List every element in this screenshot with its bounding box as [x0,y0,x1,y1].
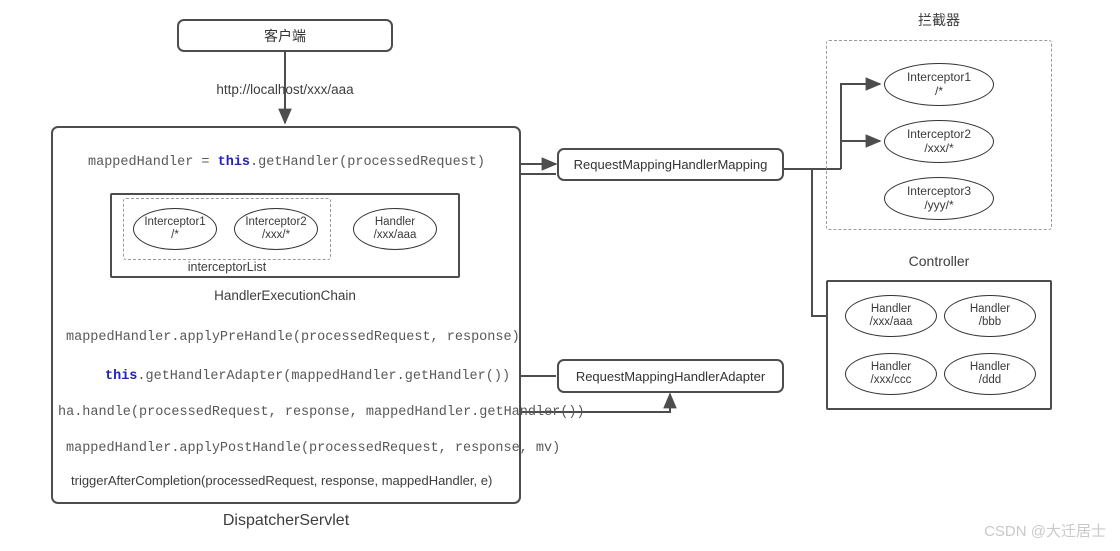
chain-interceptor-1-name: Interceptor1 [144,216,206,229]
code-pre: mappedHandler.applyPreHandle(processedRe… [66,330,520,345]
controller-handler-3-name: Handler [870,361,912,374]
code-post: .getHandler(processedRequest) [250,155,485,170]
controller-handler-4-name: Handler [969,361,1011,374]
interceptor-2-path: /xxx/* [924,140,954,155]
interceptor-1-path: /* [934,83,943,98]
request-mapping-handler-mapping-box: RequestMappingHandlerMapping [557,148,784,181]
chain-interceptor-2-name: Interceptor2 [245,216,307,229]
controller-handler-2-name: Handler [969,303,1011,316]
controller-handler-3-path: /xxx/ccc [870,374,912,386]
interceptor-2-node: Interceptor2 /xxx/* [884,120,994,163]
controller-handler-1-name: Handler [870,303,912,316]
code-line-get-handler-adapter: this.getHandlerAdapter(mappedHandler.get… [105,369,510,384]
code-keyword: this [105,369,138,384]
controller-handler-2-path: /bbb [978,316,1002,328]
request-mapping-handler-adapter-label: RequestMappingHandlerAdapter [575,368,766,384]
code-line-apply-pre-handle: mappedHandler.applyPreHandle(processedRe… [66,330,520,345]
interceptor-3-path: /yyy/* [924,197,954,212]
code-pre: mappedHandler = [88,155,218,170]
request-mapping-handler-adapter-box: RequestMappingHandlerAdapter [557,359,784,393]
code-line-get-handler: mappedHandler = this.getHandler(processe… [88,155,485,170]
interceptor-3-node: Interceptor3 /yyy/* [884,177,994,220]
interceptor-2-name: Interceptor2 [906,127,972,142]
code-line-trigger-after-completion: triggerAfterCompletion(processedRequest,… [71,473,492,488]
dispatcher-servlet-caption: DispatcherServlet [222,512,350,529]
chain-interceptor-1-path: /* [171,229,179,241]
chain-interceptor-1: Interceptor1 /* [133,208,217,250]
code-line-ha-handle: ha.handle(processedRequest, response, ma… [58,405,585,420]
interceptor-3-name: Interceptor3 [906,184,972,199]
code-post: .getHandlerAdapter(mappedHandler.getHand… [137,369,511,384]
controller-handler-1-path: /xxx/aaa [869,316,913,328]
watermark: CSDN @大迁居士 [984,523,1106,540]
interceptor-list-label: interceptorList [187,260,267,274]
code-pre: ha.handle(processedRequest, response, ma… [58,405,585,420]
chain-interceptor-2: Interceptor2 /xxx/* [234,208,318,250]
interceptor-group-dashed-box [826,40,1052,230]
controller-handler-3: Handler /xxx/ccc [845,353,937,395]
chain-handler-name: Handler [374,216,416,229]
chain-handler-path: /xxx/aaa [373,229,417,241]
interceptor-1-node: Interceptor1 /* [884,63,994,106]
code-pre: triggerAfterCompletion(processedRequest,… [71,473,493,488]
code-line-apply-post-handle: mappedHandler.applyPostHandle(processedR… [66,441,560,456]
controller-group-caption: Controller [908,253,970,269]
code-keyword: this [217,155,251,170]
dispatcher-servlet-box [51,126,521,504]
interceptor-group-caption: 拦截器 [918,12,960,28]
chain-interceptor-2-path: /xxx/* [261,229,291,241]
code-pre: mappedHandler.applyPostHandle(processedR… [66,441,561,456]
client-label: 客户端 [264,27,306,44]
interceptor-1-name: Interceptor1 [906,70,972,85]
handler-execution-chain-caption: HandlerExecutionChain [214,288,356,303]
controller-handler-1: Handler /xxx/aaa [845,295,937,337]
controller-handler-4: Handler /ddd [944,353,1036,395]
chain-handler: Handler /xxx/aaa [353,208,437,250]
client-box: 客户端 [177,19,393,52]
request-mapping-handler-mapping-label: RequestMappingHandlerMapping [573,157,768,172]
controller-handler-2: Handler /bbb [944,295,1036,337]
controller-handler-4-path: /ddd [978,374,1002,386]
request-url-label: http://localhost/xxx/aaa [216,82,354,97]
interceptor-list-dashed-box [123,198,331,260]
